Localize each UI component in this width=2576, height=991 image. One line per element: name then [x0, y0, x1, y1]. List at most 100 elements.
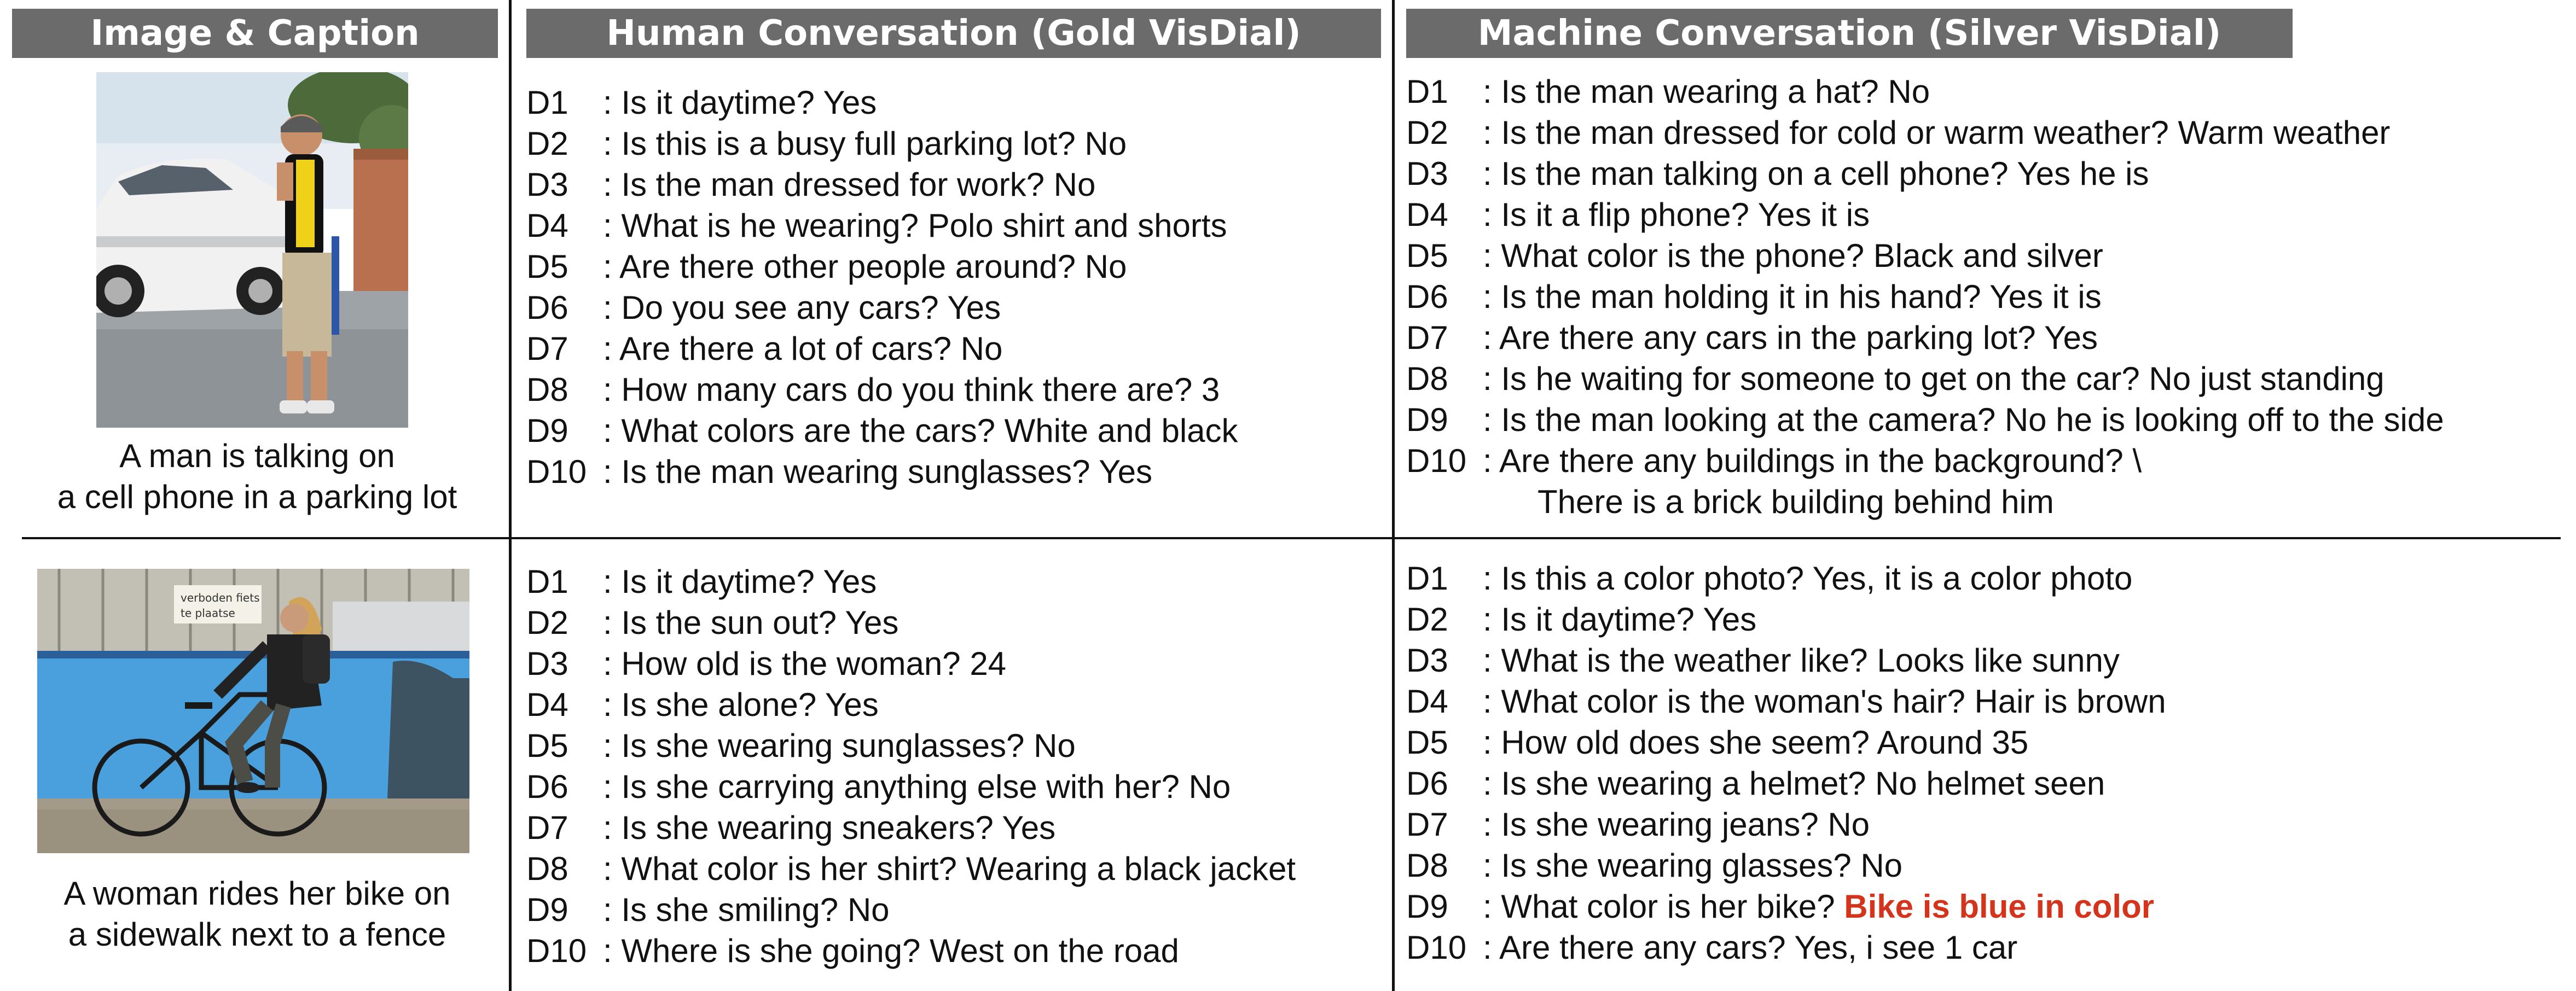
- turn-label: D9: [526, 891, 568, 928]
- caption-line: A woman rides her bike on: [63, 875, 451, 912]
- column-divider-2: [1392, 0, 1395, 991]
- turn-label: D4: [1406, 196, 1448, 233]
- dialog-turn: D5: Is she wearing sunglasses? No: [526, 725, 1296, 766]
- turn-label: D1: [1406, 560, 1448, 597]
- dialog-turn: D3: Is the man dressed for work? No: [526, 164, 1238, 205]
- dialog-turn: D3: Is the man talking on a cell phone? …: [1406, 153, 2444, 194]
- dialog-turn: D2: Is the man dressed for cold or warm …: [1406, 112, 2444, 153]
- turn-text: What is the weather like? Looks like sun…: [1501, 642, 2120, 679]
- dialog-turn: D6: Do you see any cars? Yes: [526, 287, 1238, 328]
- dialog-turn: D6: Is she wearing a helmet? No helmet s…: [1406, 763, 2166, 804]
- human-dialog-1: D1: Is it daytime? Yes D2: Is this is a …: [526, 82, 1238, 492]
- machine-dialog-1: D1: Is the man wearing a hat? No D2: Is …: [1406, 71, 2444, 522]
- dialog-turn: D7: Is she wearing sneakers? Yes: [526, 807, 1296, 848]
- turn-label: D3: [526, 166, 568, 203]
- turn-label: D7: [526, 809, 568, 846]
- turn-label: D4: [526, 207, 568, 244]
- turn-label: D2: [1406, 114, 1448, 151]
- dialog-turn: D2: Is it daytime? Yes: [1406, 599, 2166, 640]
- photo-woman-on-bike-illustration: verboden fiets te plaatse: [37, 569, 469, 853]
- turn-text: Is the man dressed for work? No: [621, 166, 1096, 203]
- column-divider-1: [509, 0, 512, 991]
- turn-label: D6: [526, 768, 568, 805]
- dialog-turn: D4: What is he wearing? Polo shirt and s…: [526, 205, 1238, 246]
- turn-text: Is she wearing sunglasses? No: [621, 727, 1076, 764]
- turn-text: What is he wearing? Polo shirt and short…: [621, 207, 1227, 244]
- turn-label: D7: [526, 330, 568, 367]
- turn-text-continuation: There is a brick building behind him: [1538, 483, 2054, 520]
- turn-text: What color is the phone? Black and silve…: [1501, 237, 2103, 274]
- dialog-turn: D8: How many cars do you think there are…: [526, 369, 1238, 410]
- turn-label: D3: [1406, 155, 1448, 192]
- turn-text: Is she wearing jeans? No: [1501, 806, 1870, 843]
- turn-text: Is she carrying anything else with her? …: [621, 768, 1231, 805]
- dialog-turn: D4: What color is the woman's hair? Hair…: [1406, 681, 2166, 722]
- turn-text: Are there a lot of cars? No: [619, 330, 1003, 367]
- turn-text: Is it daytime? Yes: [621, 563, 877, 600]
- turn-label: D8: [1406, 360, 1448, 397]
- dialog-turn: D8: Is he waiting for someone to get on …: [1406, 358, 2444, 399]
- dialog-turn: D1: Is it daytime? Yes: [526, 82, 1238, 123]
- caption-line: a sidewalk next to a fence: [68, 916, 446, 953]
- turn-label: D1: [526, 563, 568, 600]
- turn-label: D3: [526, 645, 568, 682]
- dialog-turn: D6: Is the man holding it in his hand? Y…: [1406, 276, 2444, 317]
- turn-label: D4: [526, 686, 568, 723]
- dialog-turn: D1: Is the man wearing a hat? No: [1406, 71, 2444, 112]
- header-machine-conversation: Machine Conversation (Silver VisDial): [1406, 9, 2293, 58]
- dialog-turn: D9: What color is her bike? Bike is blue…: [1406, 886, 2166, 927]
- turn-text: How many cars do you think there are? 3: [621, 371, 1220, 408]
- machine-dialog-2: D1: Is this a color photo? Yes, it is a …: [1406, 558, 2166, 968]
- photo-woman-on-bike: verboden fiets te plaatse: [37, 569, 469, 853]
- turn-text: Is the man wearing sunglasses? Yes: [621, 453, 1152, 490]
- turn-text: Are there any buildings in the backgroun…: [1499, 442, 2142, 479]
- turn-label: D6: [526, 289, 568, 326]
- turn-label: D5: [1406, 237, 1448, 274]
- turn-label: D1: [526, 84, 568, 121]
- turn-label: D9: [526, 412, 568, 449]
- turn-text: Is it daytime? Yes: [621, 84, 877, 121]
- row-divider: [22, 537, 2561, 539]
- turn-label: D7: [1406, 319, 1448, 356]
- dialog-turn: D4: Is it a flip phone? Yes it is: [1406, 194, 2444, 235]
- sign-text: verboden fiets: [181, 591, 260, 604]
- turn-label: D8: [526, 371, 568, 408]
- dialog-turn: D1: Is it daytime? Yes: [526, 561, 1296, 602]
- dialog-turn: D6: Is she carrying anything else with h…: [526, 766, 1296, 807]
- caption-line: a cell phone in a parking lot: [57, 479, 457, 515]
- dialog-turn: D8: What color is her shirt? Wearing a b…: [526, 848, 1296, 889]
- turn-text: What colors are the cars? White and blac…: [621, 412, 1238, 449]
- sign-text: te plaatse: [181, 607, 235, 620]
- turn-text: Is she wearing sneakers? Yes: [621, 809, 1056, 846]
- turn-label: D10: [1406, 929, 1467, 966]
- dialog-turn: D10: Are there any buildings in the back…: [1406, 440, 2444, 481]
- dialog-turn: D9: Is she smiling? No: [526, 889, 1296, 930]
- turn-text: Is the man looking at the camera? No he …: [1501, 401, 2444, 438]
- turn-label: D7: [1406, 806, 1448, 843]
- turn-label: D6: [1406, 278, 1448, 315]
- header-human-conversation: Human Conversation (Gold VisDial): [526, 9, 1381, 58]
- dialog-turn: D5: What color is the phone? Black and s…: [1406, 235, 2444, 276]
- dialog-turn: D10: Are there any cars? Yes, i see 1 ca…: [1406, 927, 2166, 968]
- turn-text: Is she wearing a helmet? No helmet seen: [1501, 765, 2105, 802]
- photo-man-on-phone-illustration: [96, 72, 408, 428]
- turn-text: Is this is a busy full parking lot? No: [621, 125, 1127, 162]
- turn-text: Is it daytime? Yes: [1501, 601, 1757, 638]
- turn-label: D2: [1406, 601, 1448, 638]
- turn-label: D9: [1406, 401, 1448, 438]
- turn-label: D10: [526, 453, 587, 490]
- dialog-turn: D8: Is she wearing glasses? No: [1406, 845, 2166, 886]
- turn-label: D8: [526, 850, 568, 887]
- caption-example-1: A man is talking on a cell phone in a pa…: [16, 435, 498, 517]
- turn-text: Is this a color photo? Yes, it is a colo…: [1501, 560, 2133, 597]
- dialog-turn: D9: What colors are the cars? White and …: [526, 410, 1238, 451]
- turn-text: Is he waiting for someone to get on the …: [1501, 360, 2384, 397]
- turn-label: D5: [526, 727, 568, 764]
- dialog-turn: D2: Is this is a busy full parking lot? …: [526, 123, 1238, 164]
- dialog-turn: D3: How old is the woman? 24: [526, 643, 1296, 684]
- header-image-caption: Image & Caption: [12, 9, 498, 58]
- photo-man-on-phone: [96, 72, 408, 428]
- turn-text: Is the man talking on a cell phone? Yes …: [1501, 155, 2149, 192]
- turn-label: D2: [526, 125, 568, 162]
- dialog-turn: D7: Are there a lot of cars? No: [526, 328, 1238, 369]
